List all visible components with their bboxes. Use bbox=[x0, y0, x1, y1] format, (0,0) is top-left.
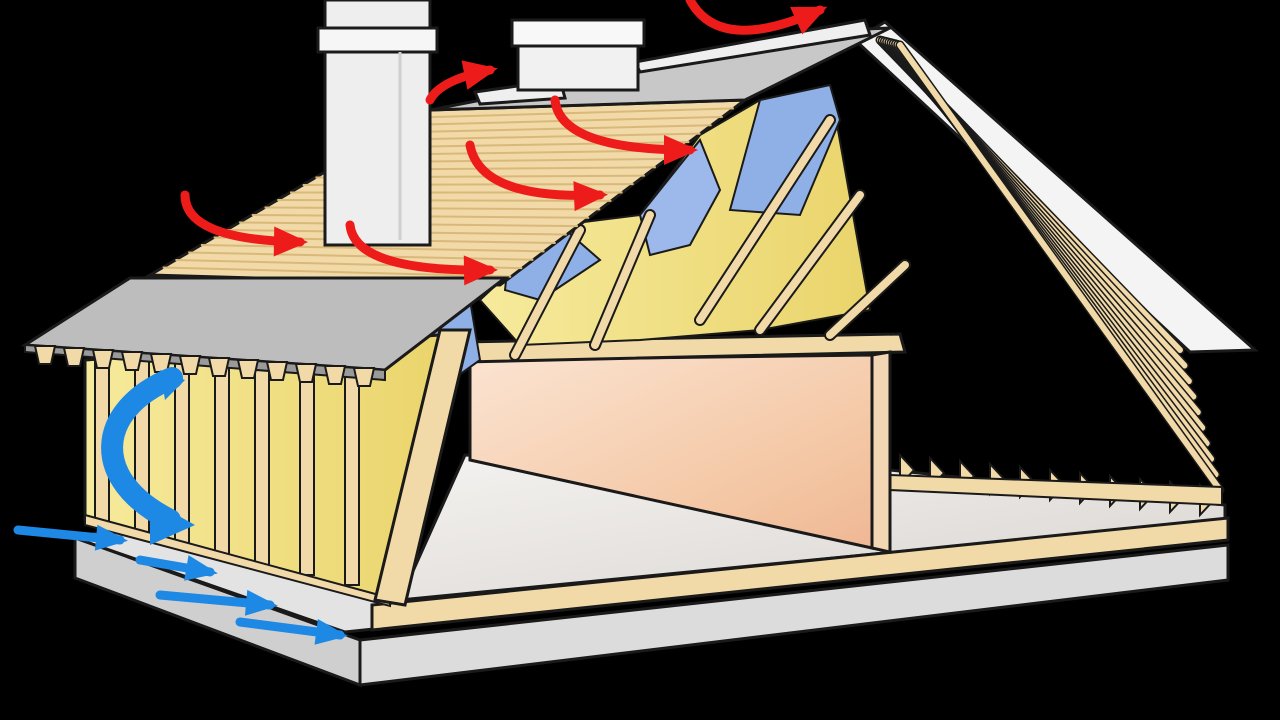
chimney-tall-band bbox=[316, 26, 439, 54]
chimney-tall bbox=[316, 0, 439, 247]
chimney-short-cap bbox=[510, 18, 646, 48]
chimney-short bbox=[510, 18, 646, 92]
left-rafters bbox=[509, 114, 911, 361]
rafter-tail bbox=[236, 359, 260, 379]
corner-post bbox=[373, 328, 472, 607]
wall-stud bbox=[254, 347, 270, 566]
rafter-tail bbox=[294, 363, 318, 383]
right-rafters bbox=[875, 35, 1225, 518]
red-arrow-icon bbox=[664, 135, 698, 165]
rafter-tail bbox=[352, 367, 376, 387]
blue-arrow-icon bbox=[150, 500, 195, 545]
attic-rafter bbox=[826, 261, 909, 339]
deck-board-line bbox=[162, 266, 512, 278]
red-arrow-icon bbox=[790, 6, 828, 35]
red-arrow-icon bbox=[273, 226, 308, 257]
attic-rafter bbox=[756, 191, 864, 334]
slab-right bbox=[358, 543, 1230, 687]
deck-board-line bbox=[188, 251, 534, 261]
deck-board-line bbox=[391, 124, 712, 134]
wall-stud bbox=[214, 350, 230, 556]
heat-arrow-shaft bbox=[345, 220, 495, 275]
chimney-short-body bbox=[516, 38, 640, 92]
vapor-barrier-1 bbox=[728, 83, 842, 217]
red-arrow-icon bbox=[461, 60, 498, 90]
deck-board-line bbox=[379, 132, 701, 141]
attic-rafter bbox=[511, 226, 584, 359]
heat-arrow-shaft bbox=[465, 140, 605, 200]
deck-board-line bbox=[200, 244, 545, 253]
knee-wall-end bbox=[870, 350, 892, 554]
rafter-tail bbox=[120, 351, 144, 371]
lower-roof bbox=[20, 276, 510, 387]
rafter-tail bbox=[33, 345, 57, 365]
rafter-tails bbox=[33, 345, 376, 387]
rafter-tail bbox=[207, 357, 231, 377]
eave-fascia bbox=[24, 343, 386, 382]
blue-arrow-icon bbox=[184, 555, 218, 581]
rafter-tail bbox=[265, 361, 289, 381]
blue-arrow-icon bbox=[160, 370, 185, 400]
deck-board-line bbox=[264, 206, 601, 211]
attic-rafter bbox=[696, 116, 834, 324]
right-rafter bbox=[897, 42, 1223, 493]
red-arrow-icon bbox=[463, 255, 498, 286]
attic-rafter bbox=[591, 211, 654, 349]
blue-arrow-icon bbox=[244, 589, 278, 616]
right-roof bbox=[852, 20, 1259, 518]
air-flow-arrows bbox=[13, 367, 348, 645]
heat-loss-arrows bbox=[180, 0, 828, 286]
blue-arrow-icon bbox=[314, 619, 348, 645]
red-arrow-icon bbox=[573, 181, 608, 212]
deck-board-line bbox=[417, 107, 734, 119]
blue-arrow-icon bbox=[94, 524, 128, 551]
heat-arrow-shaft bbox=[550, 95, 695, 155]
air-flow-curve bbox=[101, 367, 183, 531]
floor-joist-edge bbox=[370, 516, 1230, 632]
rafter-tail bbox=[62, 347, 86, 367]
rafter-tail bbox=[178, 355, 202, 375]
rafter-tail bbox=[323, 365, 347, 385]
rafter-tail bbox=[91, 349, 115, 369]
